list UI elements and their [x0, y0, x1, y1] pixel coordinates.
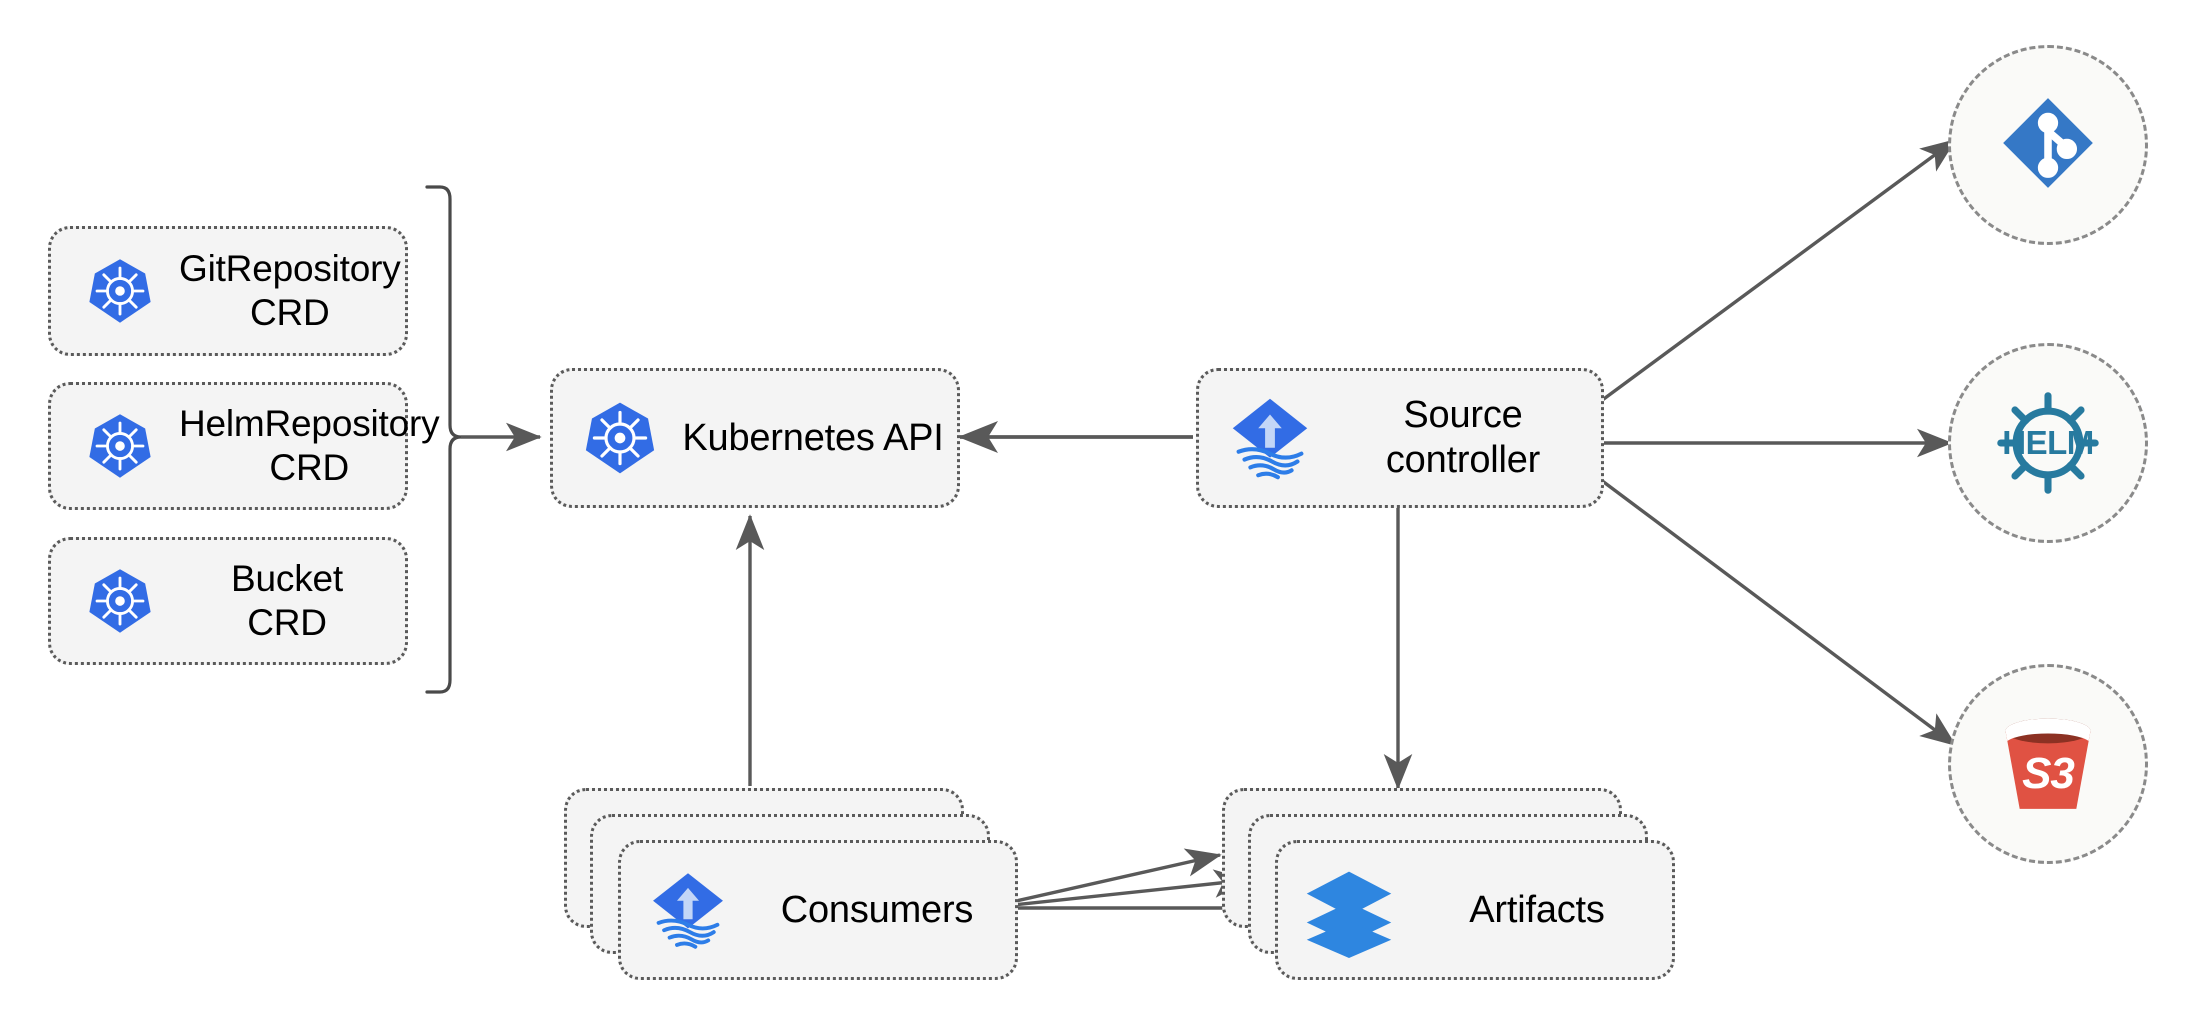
- consumers-label: Consumers: [780, 888, 974, 931]
- source-controller-label: Source controller: [1385, 394, 1541, 481]
- artifacts-label: Artifacts: [1469, 888, 1605, 931]
- edge-consumers-to-artifacts-2: [984, 869, 1250, 910]
- crd-box-git-repository[interactable]: GitRepository CRD: [48, 226, 408, 356]
- helm-source-circle[interactable]: HELM: [1948, 343, 2148, 543]
- kubernetes-icon: [561, 399, 679, 477]
- layers-icon: [1286, 862, 1412, 958]
- crd-box-label: GitRepository CRD: [179, 248, 401, 333]
- s3-bucket-icon: S3: [1989, 705, 2107, 823]
- source-controller-box[interactable]: Source controller: [1196, 368, 1604, 508]
- kubernetes-icon: [61, 411, 179, 481]
- s3-wordmark: S3: [2022, 749, 2075, 798]
- git-icon: [1989, 84, 2107, 207]
- s3-source-circle[interactable]: S3: [1948, 664, 2148, 864]
- artifacts-box[interactable]: Artifacts: [1275, 840, 1675, 980]
- git-source-circle[interactable]: [1948, 45, 2148, 245]
- crd-box-helm-repository[interactable]: HelmRepository CRD: [48, 382, 440, 510]
- flux-icon: [1205, 389, 1335, 487]
- flux-icon: [627, 864, 749, 956]
- kubernetes-icon: [61, 256, 179, 326]
- crd-box-bucket[interactable]: Bucket CRD: [48, 537, 408, 665]
- consumers-box[interactable]: Consumers: [618, 840, 1018, 980]
- crd-box-label: Bucket CRD: [231, 558, 343, 643]
- kubernetes-icon: [61, 566, 179, 636]
- helm-wordmark: HELM: [2002, 424, 2094, 461]
- kubernetes-api-box[interactable]: Kubernetes API: [550, 368, 960, 508]
- edge-source-controller-to-git: [1599, 138, 1957, 403]
- edge-consumers-to-artifacts-1: [984, 848, 1222, 910]
- edge-source-controller-to-s3: [1599, 478, 1957, 747]
- crd-box-label: HelmRepository CRD: [179, 403, 440, 488]
- helm-icon: HELM: [1989, 384, 2107, 502]
- kubernetes-api-label: Kubernetes API: [682, 416, 944, 459]
